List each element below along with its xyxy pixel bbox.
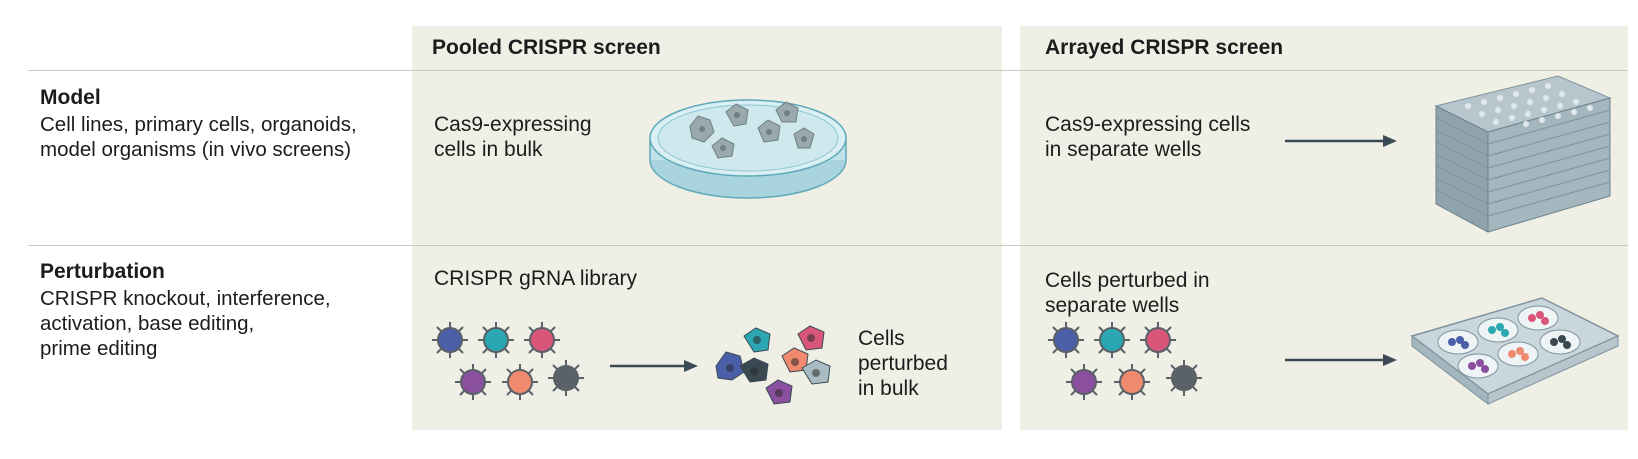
model-arrow bbox=[1285, 135, 1397, 147]
arrayed-model-text: Cas9-expressing cells in separate wells bbox=[1045, 113, 1251, 161]
petri-dish-illustration bbox=[649, 99, 847, 199]
pooled-panel bbox=[412, 26, 1002, 430]
perturbation-row-description: CRISPR knockout, interference, activatio… bbox=[40, 287, 331, 360]
arrayed-screen-heading: Arrayed CRISPR screen bbox=[1045, 36, 1284, 59]
pooled-screen-heading: Pooled CRISPR screen bbox=[432, 36, 661, 59]
row-divider bbox=[28, 245, 1628, 246]
model-row-title: Model bbox=[40, 86, 101, 109]
perturbation-row-title: Perturbation bbox=[40, 260, 165, 283]
header-divider bbox=[28, 70, 1628, 71]
model-row-description: Cell lines, primary cells, organoids, mo… bbox=[40, 113, 357, 161]
pooled-perturbation-arrow bbox=[610, 360, 698, 372]
pooled-result-text: Cells perturbed in bulk bbox=[858, 327, 948, 400]
six-well-plate-illustration bbox=[1410, 297, 1620, 406]
perturbed-cells-cluster bbox=[715, 325, 831, 405]
pooled-grna-virus-library bbox=[432, 322, 584, 400]
arrayed-perturbation-text: Cells perturbed in separate wells bbox=[1045, 269, 1210, 317]
stacked-well-plates-illustration bbox=[1434, 75, 1612, 233]
pooled-perturbation-text: CRISPR gRNA library bbox=[434, 267, 638, 290]
arrayed-grna-virus-library bbox=[1048, 322, 1202, 400]
pooled-model-text: Cas9-expressing cells in bulk bbox=[434, 113, 592, 161]
arrayed-perturbation-arrow bbox=[1285, 354, 1397, 366]
